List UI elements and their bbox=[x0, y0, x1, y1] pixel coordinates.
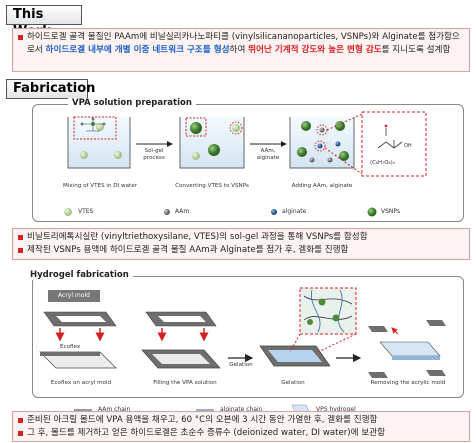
caption-removing: Removing the acrylic mold bbox=[370, 380, 446, 386]
caption-adding: Adding AAm, alginate bbox=[291, 183, 353, 189]
legend-alginate-chain: alginate chain bbox=[220, 406, 263, 413]
this-work-highlight-red: 뛰어난 기계적 강도와 높은 변형 감도 bbox=[248, 45, 382, 55]
aam-alginate-label: AAm, alginate bbox=[256, 148, 280, 161]
caption-mixing: Mixing of VTES in DI water bbox=[63, 183, 137, 189]
ecoflex-label: Ecoflex bbox=[60, 344, 81, 350]
caption-gelation: Gelation bbox=[281, 380, 305, 386]
caption-ecoflex: Ecoflex on acryl mold bbox=[50, 380, 112, 386]
fabrication-title: Fabrication bbox=[6, 79, 95, 99]
vpa-bullets: 비닐트리에톡시실란 (vinyltriethoxysilane, VTES)의 … bbox=[12, 228, 470, 260]
hydrogel-bullets: 준비된 아크릴 몰드에 VPA 용액을 채우고, 60 °C의 오븐에 3 시간… bbox=[12, 411, 470, 442]
hydrogel-bullet-1: 준비된 아크릴 몰드에 VPA 용액을 채우고, 60 °C의 오븐에 3 시간… bbox=[18, 414, 464, 427]
this-work-mid: 하여 bbox=[229, 45, 249, 55]
sol-gel-label: Sol-gel process bbox=[143, 148, 165, 161]
legend-aam-chain: AAm chain bbox=[98, 406, 131, 413]
gelation-arrow-label: Gelation bbox=[229, 362, 253, 368]
legend-alginate: alginate bbox=[282, 208, 307, 215]
legend-aam: AAm bbox=[175, 208, 190, 215]
legend-vps-hydrogel: VPS hydrogel bbox=[316, 406, 356, 413]
vpa-bullet-2: 제작된 VSNPs 용액에 하이드로겔 골격 물질 AAm과 Alginate를… bbox=[18, 244, 464, 257]
hydrogel-panel-title: Hydrogel fabrication bbox=[26, 270, 133, 280]
vpa-bullet-1: 비닐트리에톡시실란 (vinyltriethoxysilane, VTES)의 … bbox=[18, 231, 464, 244]
this-work-box: 하이드로겔 골격 물질인 PAAm에 비닐실리카나노파티클 (vinylsili… bbox=[12, 28, 470, 72]
legend-vtes: VTES bbox=[78, 208, 94, 215]
hydrogel-bullet-2: 그 후, 몰드를 제거하고 얻은 하이드로겔은 초순수 증류수 (deioniz… bbox=[18, 427, 464, 440]
legend-vsnps: VSNPs bbox=[381, 208, 401, 215]
caption-converting: Converting VTES to VSNPs bbox=[175, 183, 249, 189]
vpa-panel bbox=[32, 104, 464, 222]
this-work-highlight-blue: 하이드로겔 내부에 개별 이중 네트워크 구조를 형성 bbox=[45, 45, 230, 55]
acryl-mold-label: Acryl mold bbox=[58, 292, 90, 299]
vpa-panel-title: VPA solution preparation bbox=[68, 98, 196, 108]
this-work-title: This Work bbox=[6, 5, 82, 39]
caption-filling: Filling the VPA solution bbox=[153, 380, 217, 386]
this-work-text: 하이드로겔 골격 물질인 PAAm에 비닐실리카나노파티클 (vinylsili… bbox=[18, 31, 464, 57]
formula-label: (C₆H₇O₆)ₙ bbox=[370, 160, 395, 166]
this-work-post: 를 지니도록 설계함 bbox=[381, 45, 451, 55]
this-work-pre: 하이드로겔 골격 물질인 PAAm에 비닐실리카나노파티클 (vinylsili… bbox=[27, 32, 460, 55]
oh-label: OH bbox=[404, 143, 412, 149]
